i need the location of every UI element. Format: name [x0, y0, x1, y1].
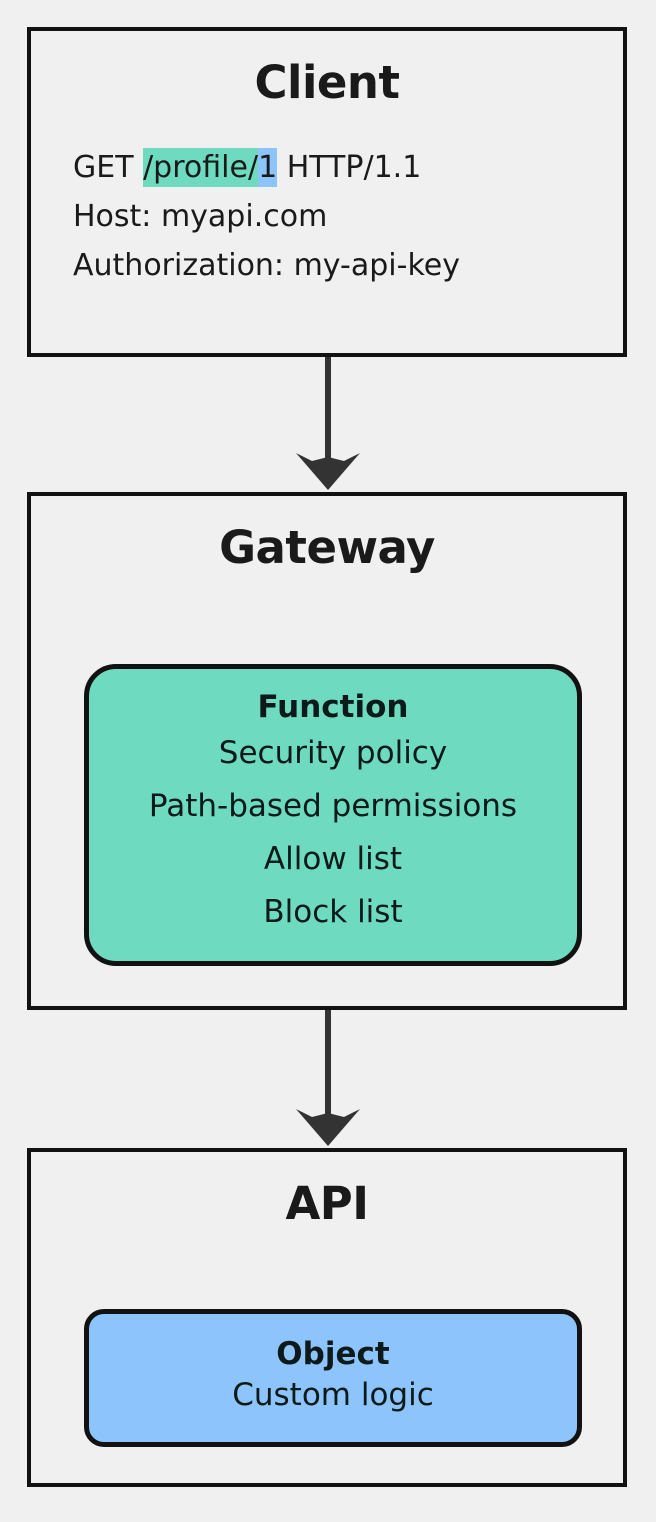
function-line-block-list: Block list: [263, 894, 403, 931]
gateway-title: Gateway: [219, 521, 435, 574]
subnode-function[interactable]: Function Security policy Path-based perm…: [84, 664, 582, 966]
function-line-path-permissions: Path-based permissions: [148, 788, 518, 825]
request-auth-line: Authorization: my-api-key: [73, 248, 460, 283]
request-path-highlight: /profile/: [143, 148, 259, 187]
node-client[interactable]: Client GET /profile/1 HTTP/1.1 Host: mya…: [27, 27, 627, 357]
arrow-down-icon: [296, 357, 360, 490]
http-method: GET: [73, 150, 144, 185]
arrow-client-to-gateway: [0, 357, 656, 493]
function-line-security-policy: Security policy: [218, 735, 448, 772]
api-title: API: [285, 1177, 369, 1230]
object-title: Object: [276, 1336, 390, 1373]
function-line-allow-list: Allow list: [263, 841, 403, 878]
arrow-gateway-to-api: [0, 1010, 656, 1149]
request-line-1: GET /profile/1 HTTP/1.1: [73, 143, 460, 192]
request-id-highlight: 1: [258, 148, 278, 187]
client-title: Client: [254, 56, 400, 109]
request-host-line: Host: myapi.com: [73, 199, 328, 234]
subnode-object[interactable]: Object Custom logic: [84, 1309, 582, 1447]
node-api[interactable]: API Object Custom logic: [27, 1148, 627, 1487]
node-gateway[interactable]: Gateway Function Security policy Path-ba…: [27, 492, 627, 1010]
arrow-down-icon: [296, 1010, 360, 1146]
function-title: Function: [257, 688, 409, 725]
client-request-block: GET /profile/1 HTTP/1.1 Host: myapi.com …: [73, 143, 460, 290]
http-protocol: HTTP/1.1: [277, 150, 422, 185]
object-line-custom-logic: Custom logic: [232, 1376, 434, 1413]
